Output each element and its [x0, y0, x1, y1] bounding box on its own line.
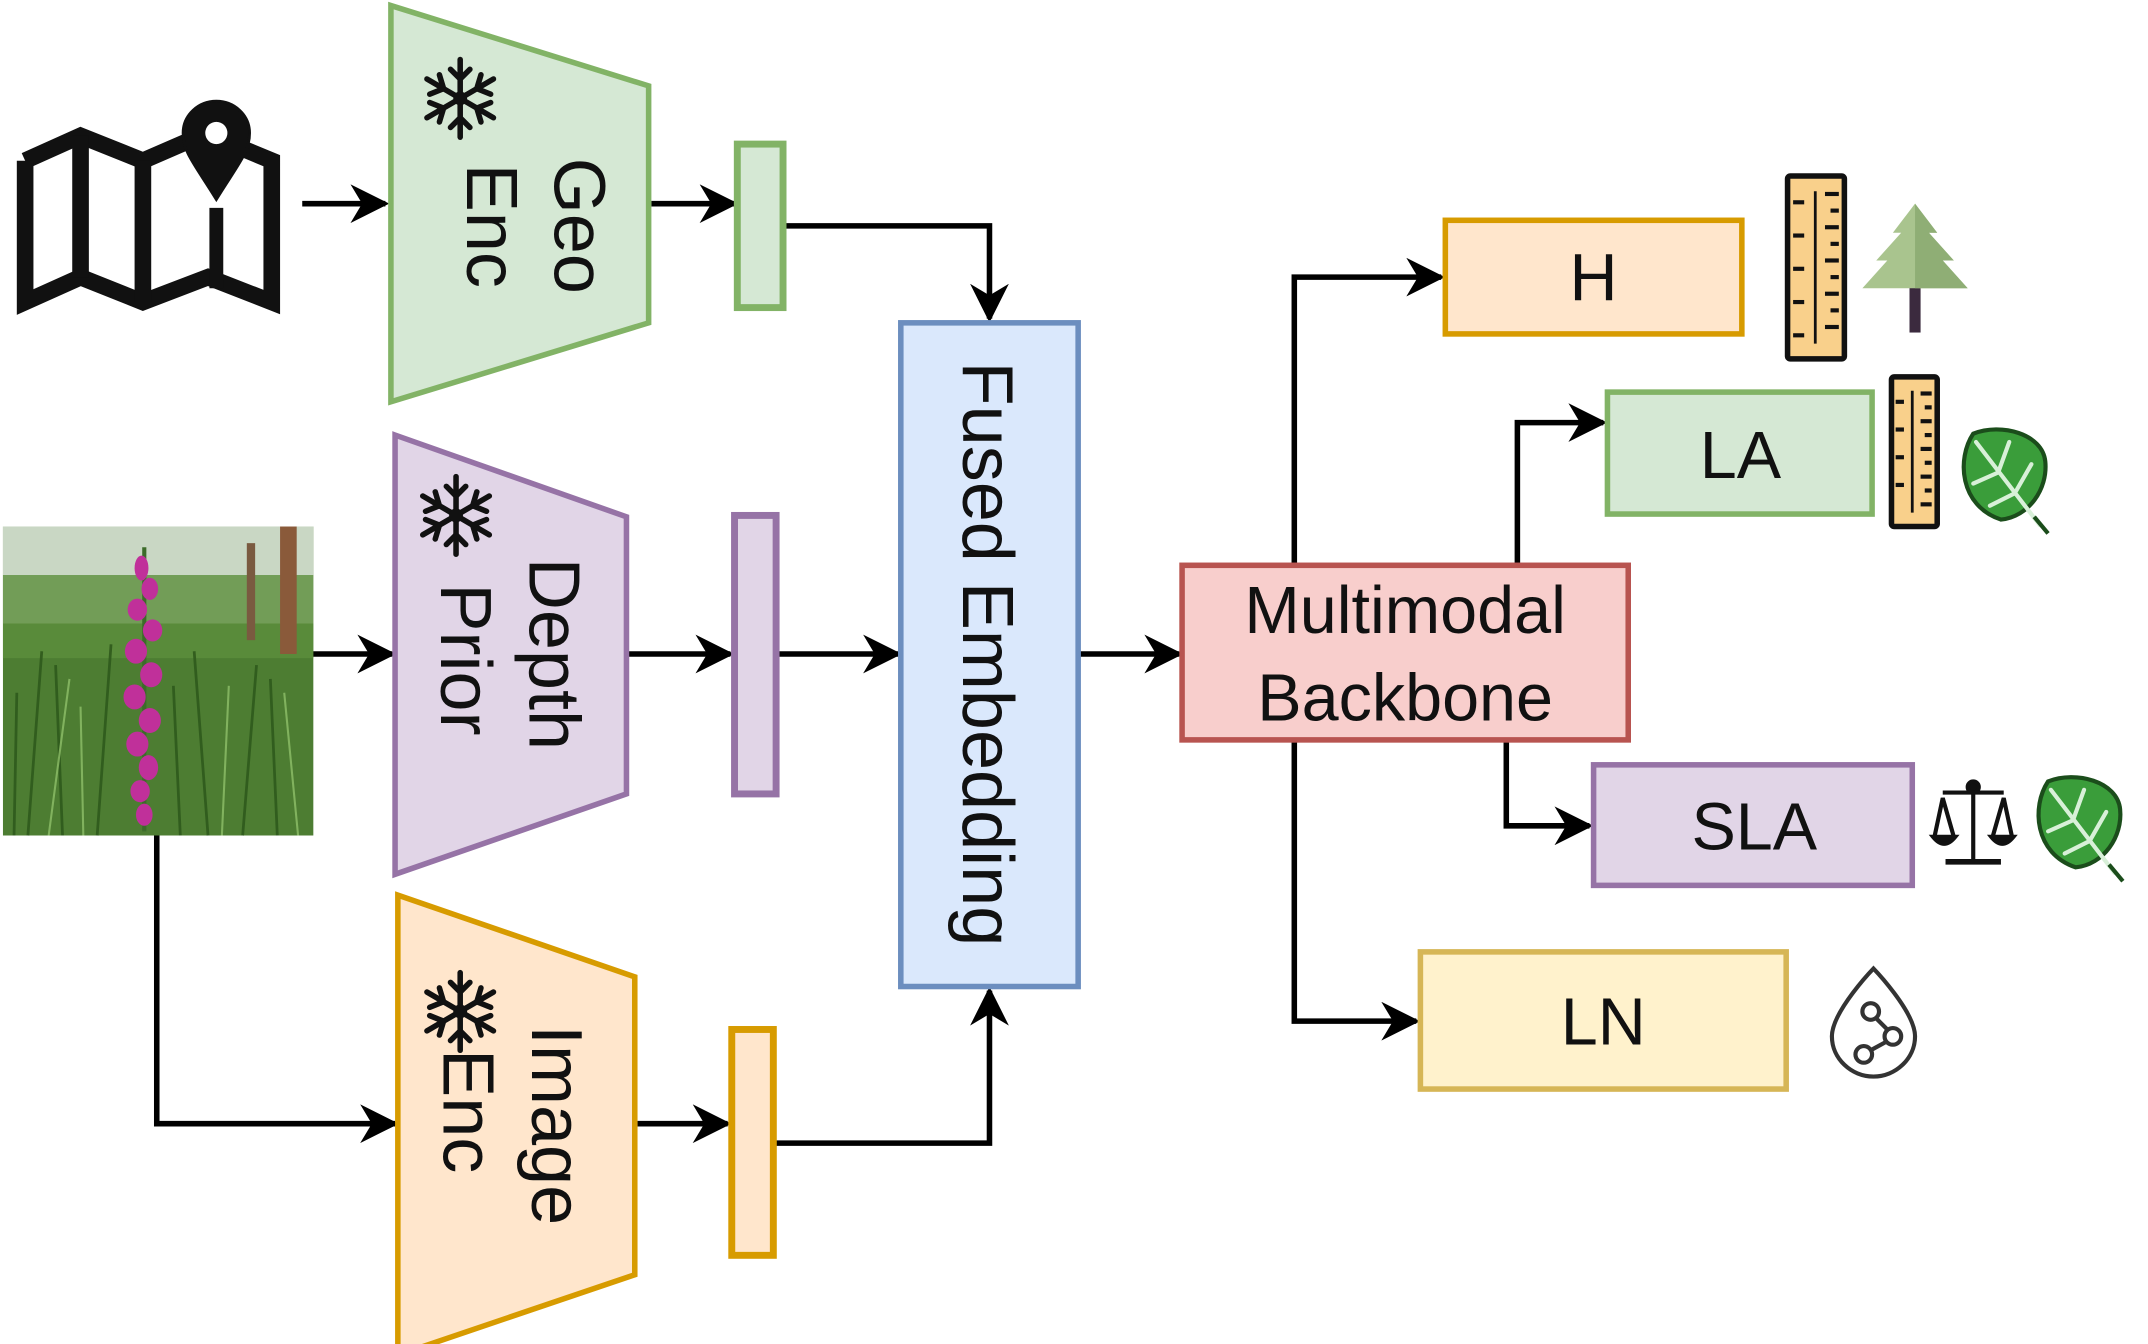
- image-encoder-label-line1: Image: [516, 1025, 596, 1225]
- geo-feature-vector: [733, 140, 787, 312]
- geo-encoder-label-line2: Enc: [451, 164, 531, 288]
- backbone-label-line2: Backbone: [1257, 661, 1553, 735]
- depth-prior-label-line1: Depth: [513, 558, 593, 750]
- arrow-image-feature-to-fused: [773, 986, 1009, 1146]
- output-h-label: H: [1570, 242, 1618, 316]
- arrow-backbone-to-h: [1291, 257, 1446, 564]
- depth-feature-vector: [731, 511, 780, 798]
- output-sla: SLA: [1590, 762, 1916, 889]
- fused-embedding: Fused Embedding: [898, 320, 1081, 990]
- fused-embedding-label: Fused Embedding: [947, 362, 1027, 947]
- output-ln-label: LN: [1561, 986, 1646, 1060]
- output-h: H: [1442, 217, 1745, 337]
- image-feature-vector: [728, 1026, 777, 1259]
- arrow-backbone-to-ln: [1291, 741, 1421, 1041]
- output-la: LA: [1604, 389, 1875, 517]
- leaf-icon: [2039, 777, 2123, 881]
- scale-icon: [1928, 779, 2018, 865]
- leaf-icon: [1964, 429, 2048, 533]
- output-ln: LN: [1417, 949, 1789, 1092]
- arrow-photo-to-image-enc: [153, 835, 399, 1144]
- image-encoder: Image Enc: [395, 891, 638, 1344]
- arrow-geo-feature-to-fused: [783, 223, 1009, 323]
- ruler-icon: [1888, 374, 1940, 530]
- depth-prior-label-line2: Prior: [425, 583, 505, 735]
- arrow-backbone-to-la: [1514, 403, 1608, 564]
- tree-icon: [1862, 203, 1968, 333]
- plant-photo: [2, 526, 314, 836]
- backbone-label-line1: Multimodal: [1244, 574, 1566, 648]
- geo-encoder-label-line1: Geo: [538, 158, 618, 294]
- nutrient-drop-icon: [1829, 965, 1918, 1079]
- output-sla-label: SLA: [1691, 790, 1817, 864]
- map-pin-icon: [16, 99, 281, 315]
- depth-prior-encoder: Depth Prior: [392, 431, 630, 879]
- ruler-icon: [1784, 173, 1848, 362]
- multimodal-backbone: Multimodal Backbone: [1179, 562, 1631, 743]
- geo-encoder: Geo Enc: [388, 1, 652, 406]
- arrow-backbone-to-sla: [1503, 741, 1594, 846]
- output-la-label: LA: [1700, 419, 1782, 493]
- image-encoder-label-line2: Enc: [428, 1049, 508, 1173]
- connectors: [153, 184, 1608, 1146]
